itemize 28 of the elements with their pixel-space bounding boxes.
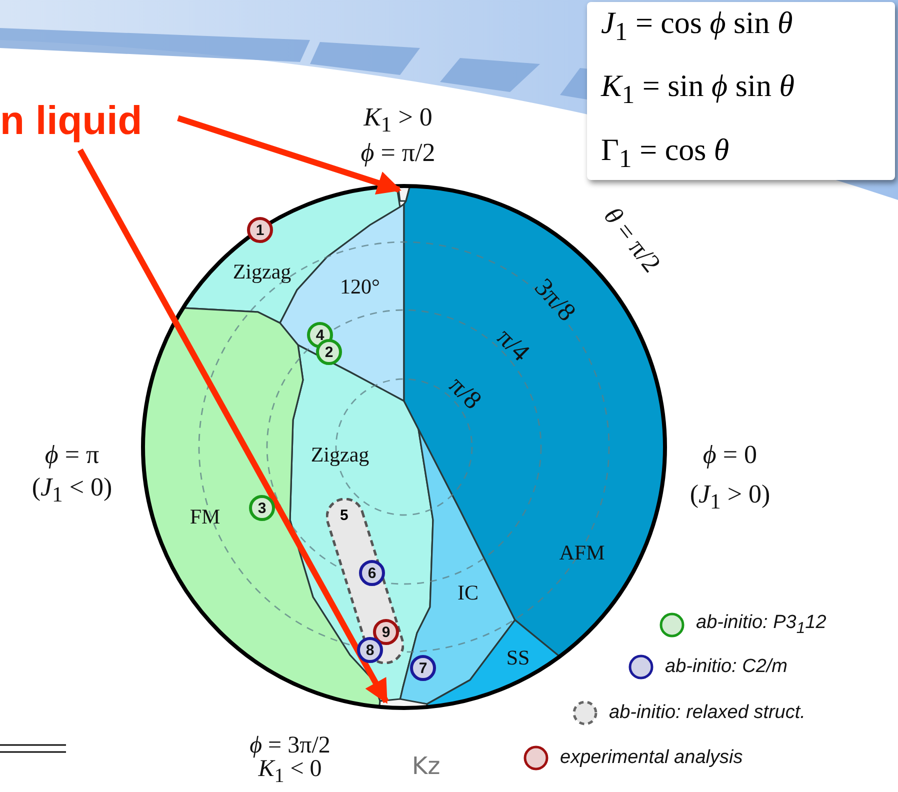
angle-label: π/8 [442,370,488,416]
axis-label: (J$_{1}$ > 0) [690,479,770,515]
phase-label: AFM [559,540,605,566]
phase-label: FM [190,504,220,530]
angle-label: θ = π/2 [597,202,667,278]
arrow [177,115,402,194]
formula-box [587,2,895,180]
legend-label: ab-initio: P3$_{1}$12 [696,612,826,638]
phase-label: Zigzag [232,260,292,284]
phase-label: Zigzag [310,442,370,468]
axis-label: ϕ = π/2 [360,138,436,168]
arrow [77,148,389,704]
callout-text: n liquid [0,92,178,150]
axis-label: Kz [412,752,440,780]
formula-line: J$_{1}$ = cos ϕ sin θ [601,4,794,48]
formula-line: Γ$_{1}$ = cos θ [601,130,730,175]
legend-label: ab-initio: C2/m [665,656,788,678]
axis-label: ϕ = π [44,440,100,470]
phase-label: SS [506,646,530,670]
legend-label: ab-initio: relaxed struct. [609,702,806,724]
legend-label: experimental analysis [560,747,743,769]
phase-label: IC [458,580,478,606]
point-number: 5 [340,507,348,524]
axis-label: K$_{1}$ > 0 [364,102,432,138]
formula-line: K$_{1}$ = sin ϕ sin θ [601,67,796,112]
phase-label: 120° [340,274,380,300]
axis-label: ϕ = 0 [702,440,758,470]
axis-label: (J$_{1}$ < 0) [32,472,112,508]
